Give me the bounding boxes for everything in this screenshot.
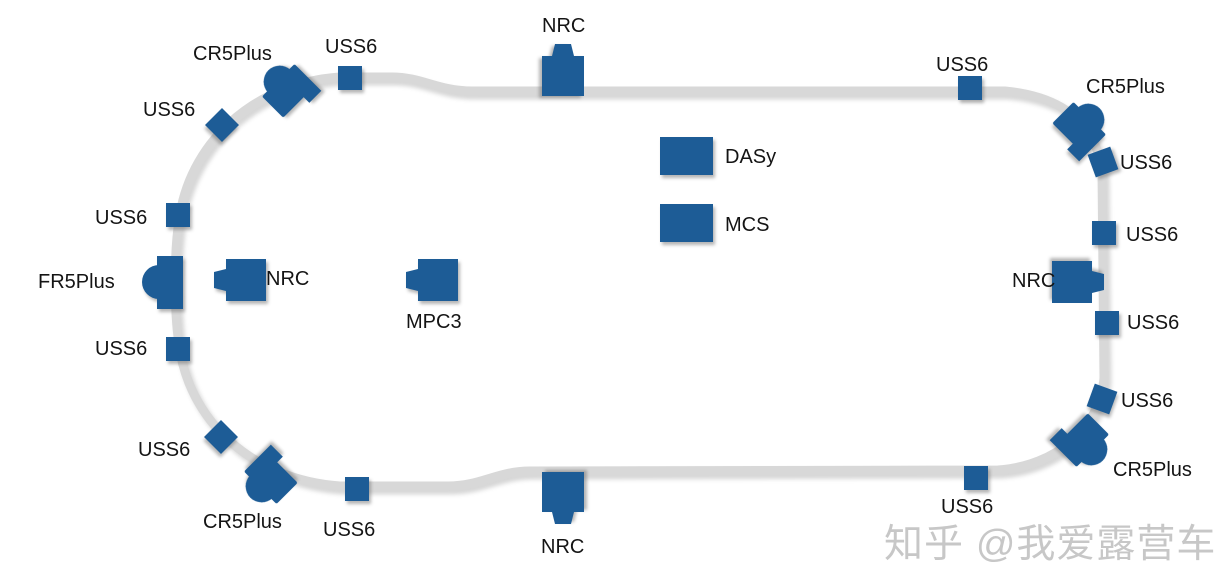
sensor-label: USS6 bbox=[1126, 224, 1179, 246]
sensor-label: NRC bbox=[542, 15, 586, 37]
uss6-icon bbox=[964, 466, 988, 490]
mpc3-camera-icon bbox=[404, 258, 460, 302]
sensor-label: CR5Plus bbox=[1086, 76, 1165, 98]
legend-label: MCS bbox=[725, 214, 770, 236]
dasy-swatch bbox=[660, 137, 713, 175]
sensor-label: CR5Plus bbox=[203, 511, 282, 533]
nrc-camera-icon bbox=[541, 42, 585, 98]
sensor-label: CR5Plus bbox=[193, 43, 272, 65]
zhihu-watermark: 知乎 @我爱露营车 bbox=[884, 523, 1217, 566]
uss6-icon bbox=[338, 66, 362, 90]
mcs-swatch bbox=[660, 204, 713, 242]
sensor-label: USS6 bbox=[936, 54, 989, 76]
uss6-icon bbox=[166, 203, 190, 227]
uss6-icon bbox=[1092, 221, 1116, 245]
nrc-camera-icon bbox=[1050, 260, 1106, 304]
sensor-label: NRC bbox=[541, 536, 585, 558]
sensor-label: USS6 bbox=[325, 36, 378, 58]
sensor-label: CR5Plus bbox=[1113, 459, 1192, 481]
uss6-icon bbox=[345, 477, 369, 501]
sensor-label: USS6 bbox=[1121, 390, 1174, 412]
sensor-label: USS6 bbox=[1120, 152, 1173, 174]
nrc-camera-icon bbox=[212, 258, 268, 302]
sensor-label: NRC bbox=[266, 268, 310, 290]
sensor-label: NRC bbox=[1012, 270, 1056, 292]
uss6-icon bbox=[1095, 311, 1119, 335]
sensor-label: USS6 bbox=[143, 99, 196, 121]
sensor-label: USS6 bbox=[138, 439, 191, 461]
car-outline-path bbox=[170, 72, 1109, 491]
nrc-camera-icon bbox=[541, 470, 585, 526]
uss6-icon bbox=[958, 76, 982, 100]
sensor-label: USS6 bbox=[95, 338, 148, 360]
sensor-label: USS6 bbox=[941, 496, 994, 518]
sensor-label: FR5Plus bbox=[38, 271, 115, 293]
sensor-label: USS6 bbox=[95, 207, 148, 229]
legend-label: DASy bbox=[725, 146, 777, 168]
uss6-icon bbox=[166, 337, 190, 361]
sensor-label: MPC3 bbox=[406, 311, 462, 333]
fr5plus-front-radar-icon bbox=[140, 254, 186, 310]
sensor-label: USS6 bbox=[1127, 312, 1180, 334]
sensor-label: USS6 bbox=[323, 519, 376, 541]
